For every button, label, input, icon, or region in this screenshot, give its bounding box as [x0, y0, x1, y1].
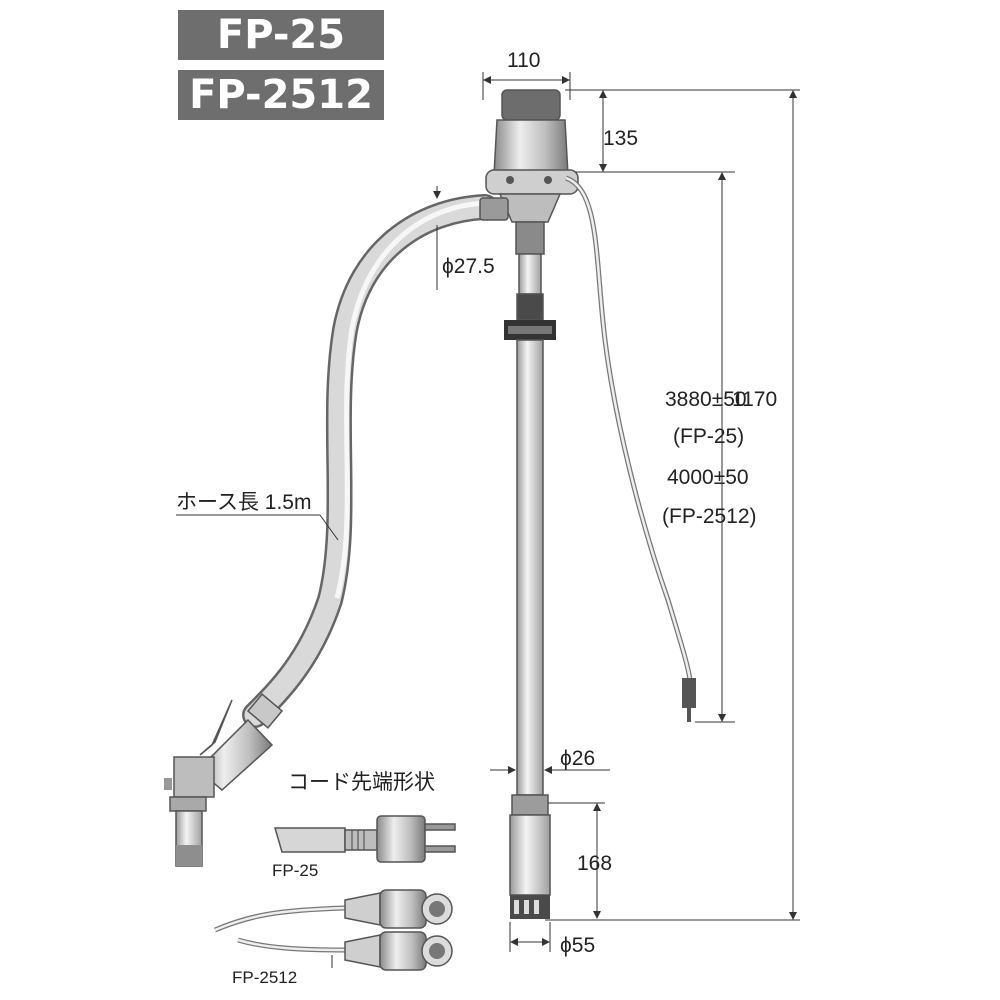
head-width-label: 110 — [507, 49, 540, 72]
cord-length-fp2512-value: 4000±50 — [667, 466, 749, 489]
motor-head — [479, 89, 579, 255]
pump-tube — [504, 253, 556, 919]
cord-length-fp25-model: (FP-25) — [673, 425, 744, 448]
model-title-fp2512: FP-2512 — [178, 70, 384, 120]
power-cord — [564, 175, 696, 722]
model-title-fp25: FP-25 — [178, 10, 384, 60]
hose-diameter-label: ϕ27.5 — [442, 255, 495, 278]
total-height-label: 1170 — [732, 388, 777, 411]
tube-diameter-label: ϕ26 — [560, 747, 595, 770]
hose — [242, 194, 498, 728]
bottom-length-label: 168 — [577, 852, 612, 875]
nozzle — [164, 693, 284, 867]
connector-fp2512 — [214, 889, 453, 971]
cord-length-fp25-value: 3880±50 — [665, 388, 747, 411]
cord-shape-title: コード先端形状 — [288, 771, 435, 794]
plug-fp25 — [274, 815, 456, 863]
plug-label-fp2512: FP-2512 — [232, 968, 297, 987]
plug-label-fp25: FP-25 — [272, 861, 318, 880]
bottom-diameter-label: ϕ55 — [560, 934, 595, 957]
head-height-label: 135 — [603, 127, 638, 150]
hose-length-label: ホース長 1.5m — [176, 491, 311, 514]
dimension-lines — [176, 72, 800, 952]
cord-length-fp2512-model: (FP-2512) — [662, 505, 757, 528]
